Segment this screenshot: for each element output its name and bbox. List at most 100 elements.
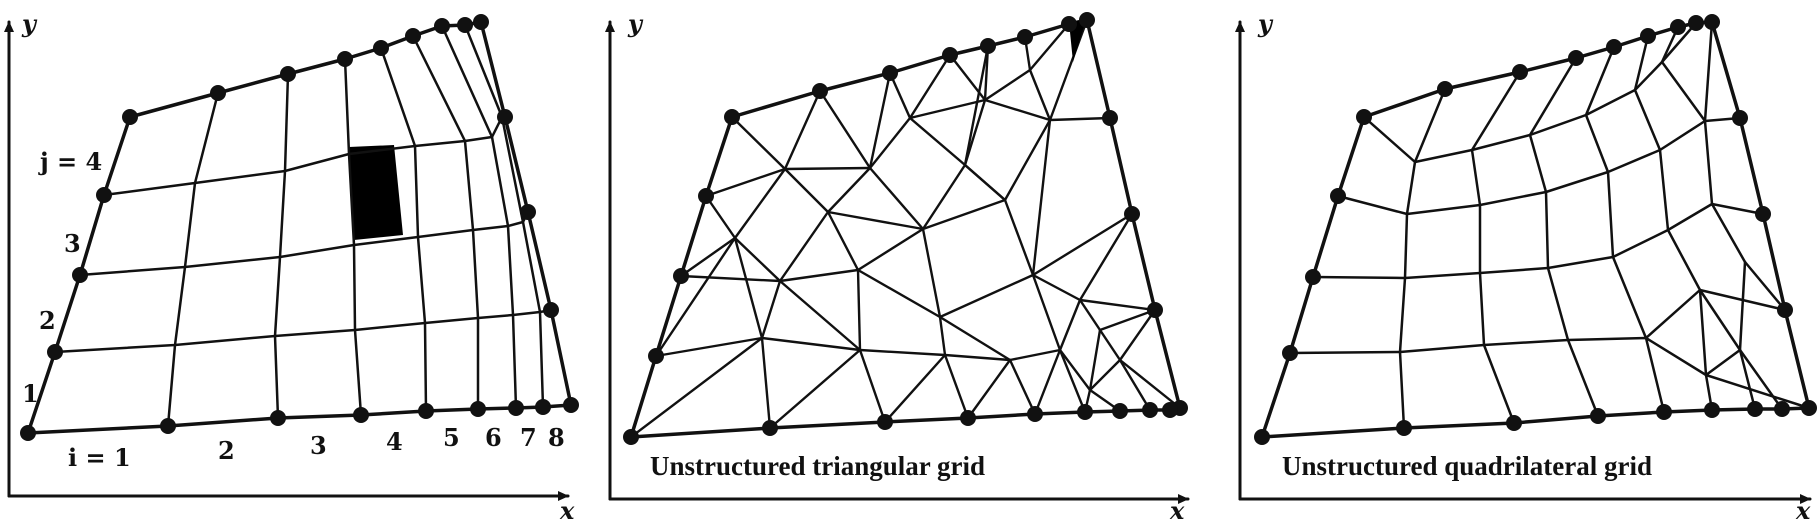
j-label-1: 1 <box>22 379 39 408</box>
mesh-edge <box>856 227 925 272</box>
mesh-edge <box>908 53 952 120</box>
grid-line-i <box>411 34 480 411</box>
mesh-edge <box>818 89 872 170</box>
boundary-node <box>72 267 88 283</box>
quadrilateral-grid-panel: y x Unstructured quadrilateral grid <box>1235 9 1817 521</box>
mesh-edge <box>938 273 1035 319</box>
mesh-edge <box>704 194 737 240</box>
boundary-node <box>508 400 524 416</box>
mesh-edge <box>1528 56 1600 418</box>
boundary-node <box>535 399 551 415</box>
boundary-node <box>1747 401 1763 417</box>
boundary-node <box>1282 345 1298 361</box>
boundary-node <box>882 65 898 81</box>
i-label-4: 4 <box>386 427 403 456</box>
boundary-node <box>1704 402 1720 418</box>
x-axis-label: x <box>559 496 575 521</box>
i-label-2: 2 <box>218 436 235 465</box>
y-axis-label: y <box>1257 9 1274 38</box>
quadrilateral-grid-caption: Unstructured quadrilateral grid <box>1282 451 1652 481</box>
boundary-node <box>457 17 473 33</box>
y-axis-label: y <box>627 9 644 38</box>
mesh-edge <box>1078 298 1102 332</box>
boundary-node <box>877 414 893 430</box>
boundary-node <box>405 28 421 44</box>
mesh-edge <box>1008 358 1037 416</box>
boundary-node <box>96 187 112 203</box>
grid-line-i <box>379 46 428 413</box>
boundary-node <box>1147 302 1163 318</box>
boundary-node <box>337 51 353 67</box>
mesh-edge <box>1028 68 1052 122</box>
mesh-edge <box>1288 336 1811 410</box>
mesh-edge <box>1660 25 1787 312</box>
mesh-edge <box>908 116 967 167</box>
boundary-node <box>473 14 489 30</box>
mesh-edge <box>921 163 967 231</box>
boundary-node <box>1688 15 1704 31</box>
boundary-node <box>1356 109 1372 125</box>
boundary-node <box>1512 64 1528 80</box>
boundary-node <box>434 18 450 34</box>
mesh-edge <box>908 98 987 120</box>
mesh-edge <box>938 315 1012 362</box>
mesh-edge <box>1048 116 1112 122</box>
boundary-node <box>1704 14 1720 30</box>
boundary-node <box>47 344 63 360</box>
mesh-edge <box>963 44 990 167</box>
grid-line-i <box>166 91 220 428</box>
i-label-1: i = 1 <box>68 443 131 472</box>
mesh-edge <box>654 336 764 358</box>
boundary-node <box>543 302 559 318</box>
mesh-edge <box>983 44 990 102</box>
boundary-node <box>520 204 536 220</box>
mesh-edge <box>733 236 764 340</box>
boundary-node <box>1732 110 1748 126</box>
i-label-6: 6 <box>485 423 502 452</box>
mesh-edge <box>778 210 830 283</box>
mesh-edge <box>1088 328 1102 392</box>
boundary-node <box>1017 29 1033 45</box>
mesh-edge <box>1031 273 1082 302</box>
boundary-node <box>1606 39 1622 55</box>
mesh-edge <box>1058 348 1087 414</box>
boundary-node <box>1590 408 1606 424</box>
boundary-node <box>270 410 286 426</box>
grid-line-i <box>273 72 290 420</box>
mesh-edge <box>1031 118 1052 277</box>
i-label-5: 5 <box>443 423 460 452</box>
triangular-grid-panel: y x Unstructured triangular grid <box>605 9 1190 521</box>
i-index-labels: i = 1 2 3 4 5 6 7 8 <box>68 423 565 472</box>
boundary-node <box>280 66 296 82</box>
mesh-edge <box>760 336 862 352</box>
boundary-node <box>470 401 486 417</box>
boundary-node <box>1506 415 1522 431</box>
structured-mesh <box>20 14 579 441</box>
boundary-node <box>1079 12 1095 28</box>
boundary-node <box>563 397 579 413</box>
boundary-node <box>698 188 714 204</box>
boundary-node <box>1396 420 1412 436</box>
grid-line-j <box>78 210 530 277</box>
mesh-edge <box>1078 212 1134 302</box>
mesh-edge <box>733 236 782 283</box>
mesh-edge <box>888 71 912 120</box>
x-axis-label: x <box>1169 496 1185 521</box>
mesh-edge <box>921 227 942 319</box>
boundary-node <box>942 47 958 63</box>
mesh-edge <box>1470 70 1522 425</box>
mesh-edge <box>1703 20 1714 123</box>
j-label-3: 3 <box>64 229 81 258</box>
mesh-edge <box>858 348 887 424</box>
grid-line-j <box>53 308 553 354</box>
grid-line-i <box>463 23 545 409</box>
mesh-edge <box>1031 273 1062 352</box>
mesh-edge <box>826 210 860 272</box>
mesh-edge <box>1738 260 1747 352</box>
quadrilateral-mesh <box>1254 14 1817 445</box>
boundary-node <box>1777 302 1793 318</box>
mesh-edge <box>1058 348 1092 392</box>
mesh-edge <box>856 268 942 319</box>
boundary-node <box>1027 406 1043 422</box>
